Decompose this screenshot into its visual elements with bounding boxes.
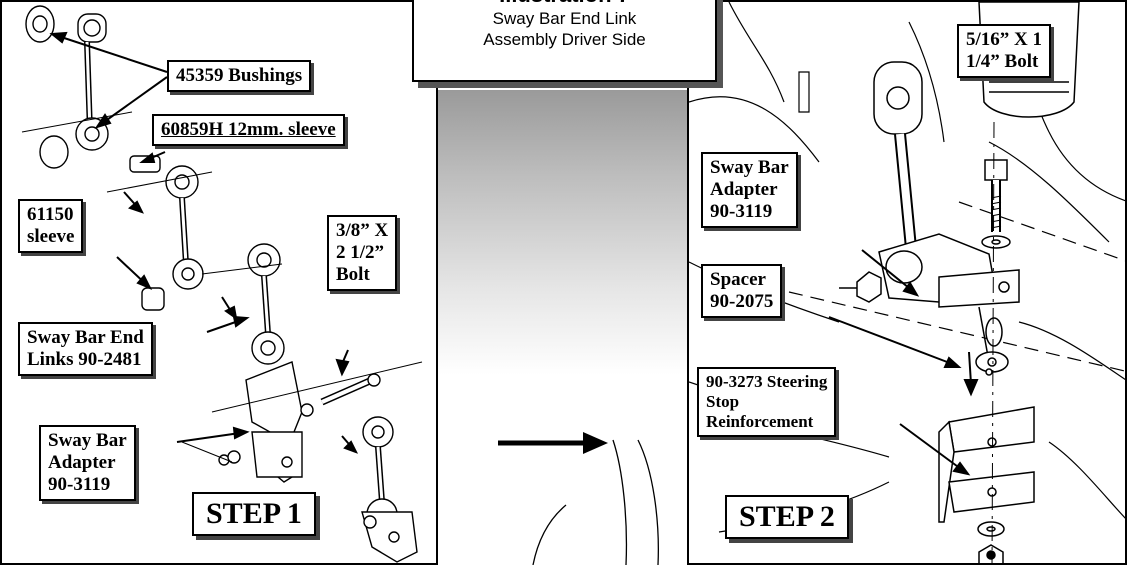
step1-badge-text: STEP 1 [206,497,302,530]
label-bolt-line: 5/16” X 1 [966,29,1042,50]
step1-panel: 45359 Bushings 60859H 12mm. sleeve 61150… [0,0,438,565]
vehicle-contour-line [908,21,945,143]
label-spacer-line: 90-2075 [710,291,774,312]
label-adapter-line: Adapter [710,179,778,200]
label-end-links-line: Links 90-2481 [27,349,142,370]
label-end-links-line: Sway Bar End [27,327,144,348]
label-reinf-line: 90-3273 Steering [706,372,828,391]
step1-badge: STEP 1 [192,492,316,536]
label-61150-line: 61150 [27,204,74,225]
bushing-lower [39,135,69,169]
label-adapter-line: Adapter [48,452,116,473]
title-line1: Sway Bar End Link [492,9,637,28]
step2-panel: 5/16” X 1 1/4” Bolt Sway Bar Adapter 90-… [687,0,1127,565]
bolt-5-16 [984,159,1008,181]
step1-drawing [21,5,423,563]
title-line2: Assembly Driver Side [483,30,646,49]
label-reinf-line: Stop [706,392,740,411]
label-bushings-text: 45359 Bushings [176,65,303,86]
label-61150-sleeve: 61150 sleeve [18,199,84,253]
label-bolt-line: 1/4” Bolt [966,51,1039,72]
label-spacer-line: Spacer [710,269,766,290]
label-3-8-bolt: 3/8” X 2 1/2” Bolt [327,215,398,291]
title-heading: Illustration 7 [414,0,715,8]
vehicle-contour-line [728,2,785,103]
label-adapter-line: Sway Bar [48,430,127,451]
label-adapter-step1: Sway Bar Adapter 90-3119 [39,425,136,501]
label-adapter-step2: Sway Bar Adapter 90-3119 [701,152,798,228]
label-adapter-line: Sway Bar [710,157,789,178]
vehicle-contour-line [1018,321,1125,381]
vehicle-contour-line [988,141,1110,243]
label-12mm-sleeve-text: 60859H 12mm. sleeve [161,119,336,140]
label-end-links: Sway Bar End Links 90-2481 [18,322,153,376]
label-spacer: Spacer 90-2075 [701,264,783,318]
label-12mm-sleeve: 60859H 12mm. sleeve [152,114,345,146]
label-bolt-line: Bolt [336,264,370,285]
label-steering-stop: 90-3273 Steering Stop Reinforcement [697,367,837,437]
label-bolt-line: 2 1/2” [336,242,385,263]
label-bushings: 45359 Bushings [167,60,312,92]
sleeve-61150 [141,287,165,311]
center-gradient-strip [438,90,687,565]
adapter-nut [856,271,882,303]
label-61150-line: sleeve [27,226,75,247]
title-box: Illustration 7 Sway Bar End Link Assembl… [412,0,717,82]
label-reinf-line: Reinforcement [706,412,814,431]
vehicle-contour-line [1048,131,1125,202]
vehicle-contour-line [689,96,820,163]
vehicle-contour-line [1048,441,1125,519]
step2-badge: STEP 2 [725,495,849,539]
label-bolt-line: 3/8” X [336,220,389,241]
label-5-16-bolt: 5/16” X 1 1/4” Bolt [957,24,1051,78]
step2-badge-text: STEP 2 [739,500,835,533]
label-adapter-line: 90-3119 [710,201,773,222]
label-adapter-line: 90-3119 [48,474,111,495]
